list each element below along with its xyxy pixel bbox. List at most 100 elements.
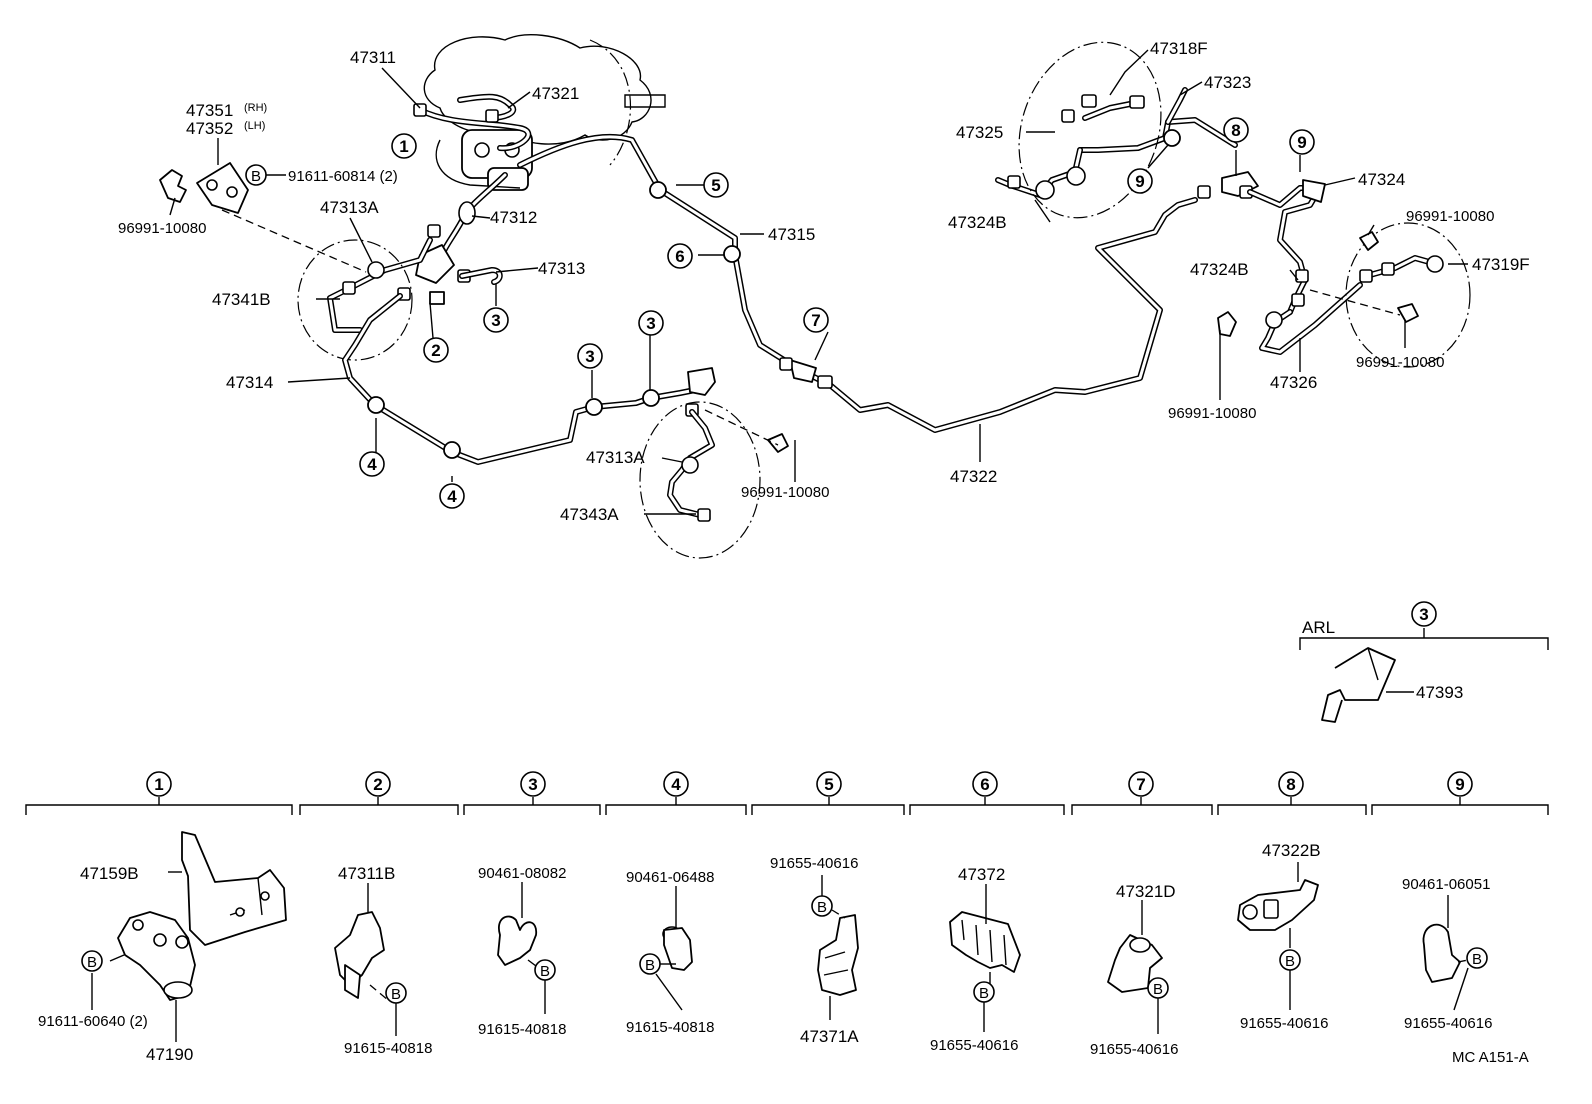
label-47318f: 47318F (1150, 39, 1208, 58)
label-47190: 47190 (146, 1045, 193, 1064)
label-47311: 47311 (350, 48, 396, 67)
bolt-marker-4: B (639, 953, 661, 975)
callout-1: 1 (391, 133, 417, 159)
label-47321d: 47321D (1116, 882, 1176, 901)
svg-text:8: 8 (1231, 121, 1240, 140)
svg-text:6: 6 (675, 247, 684, 266)
label-47325: 47325 (956, 123, 1003, 142)
section-callout-1: 1 (146, 771, 172, 797)
callout-9-b: 9 (1289, 129, 1315, 155)
bolt-marker-2: B (385, 982, 407, 1004)
svg-text:4: 4 (367, 455, 377, 474)
part-group-7: B 47321D 91655-40616 (1090, 882, 1178, 1058)
callout-3-a: 3 (483, 307, 509, 333)
svg-text:2: 2 (373, 775, 382, 794)
label-47315: 47315 (768, 225, 815, 244)
callout-3-b: 3 (577, 343, 603, 369)
callout-9-a: 9 (1127, 168, 1153, 194)
label-47159b: 47159B (80, 864, 139, 883)
part-group-6: B 47372 91655-40616 (930, 865, 1021, 1054)
svg-text:B: B (645, 957, 655, 974)
label-rh: (RH) (244, 102, 267, 114)
label-96991-10080-d: 96991-10080 (1356, 354, 1444, 371)
label-47372: 47372 (958, 865, 1005, 884)
label-96991-10080-c: 96991-10080 (1406, 208, 1494, 225)
label-47326: 47326 (1270, 373, 1317, 392)
callout-3-arl: 3 (1411, 601, 1437, 627)
arl-section: ARL 3 47393 (1299, 601, 1549, 723)
label-96991-10080-b: 96991-10080 (741, 484, 829, 501)
svg-text:1: 1 (154, 775, 163, 794)
svg-text:B: B (251, 168, 261, 185)
diagram-code: MC A151-A (1452, 1049, 1529, 1066)
upper-labels: 47311 47321 47351 (RH) 47352 (LH) 91611-… (118, 39, 1530, 524)
svg-text:4: 4 (447, 487, 457, 506)
svg-text:1: 1 (399, 137, 408, 156)
label-arl: ARL (1302, 618, 1335, 637)
svg-text:B: B (87, 954, 97, 971)
lower-callouts: 1 2 3 4 5 6 7 8 9 (146, 771, 1473, 797)
svg-text:3: 3 (1419, 605, 1428, 624)
svg-text:4: 4 (671, 775, 681, 794)
label-91615-40818-b: 91615-40818 (478, 1021, 566, 1038)
label-47313a-b: 47313A (586, 448, 645, 467)
main-pipe-center (779, 197, 1198, 433)
label-91655-40616-a: 91655-40616 (770, 855, 858, 872)
bolt-marker-1: B (81, 950, 103, 972)
part-group-2: B 47311B 91615-40818 (334, 864, 432, 1057)
part-group-3: B 90461-08082 91615-40818 (478, 865, 566, 1038)
leader-lines (169, 49, 1468, 515)
label-47314: 47314 (226, 373, 273, 392)
label-91655-40616-e: 91655-40616 (1404, 1015, 1492, 1032)
label-47371a: 47371A (800, 1027, 859, 1046)
svg-text:6: 6 (980, 775, 989, 794)
svg-text:3: 3 (585, 347, 594, 366)
bolt-marker-7: B (1147, 977, 1169, 999)
label-47319f: 47319F (1472, 255, 1530, 274)
label-90461-06488: 90461-06488 (626, 869, 714, 886)
label-lh: (LH) (244, 120, 265, 132)
bolt-marker-3: B (534, 959, 556, 981)
callout-5: 5 (703, 172, 729, 198)
section-callout-6: 6 (972, 771, 998, 797)
label-91615-40818-a: 91615-40818 (344, 1040, 432, 1057)
part-group-5: B 91655-40616 47371A (770, 855, 859, 1046)
section-callout-4: 4 (663, 771, 689, 797)
master-cylinder-area (413, 34, 666, 191)
label-47311b: 47311B (338, 864, 395, 883)
label-91655-40616-c: 91655-40616 (1090, 1041, 1178, 1058)
label-96991-10080-e: 96991-10080 (1168, 405, 1256, 422)
label-91611-60640: 91611-60640 (2) (38, 1013, 148, 1030)
label-47393: 47393 (1416, 683, 1463, 702)
section-callout-3: 3 (520, 771, 546, 797)
svg-text:B: B (1285, 953, 1295, 970)
label-47313: 47313 (538, 259, 585, 278)
left-bracket-and-clip (159, 162, 367, 273)
label-47324b-b: 47324B (1190, 260, 1249, 279)
part-group-1: B 47159B 91611-60640 (2) 47190 (38, 831, 287, 1064)
label-91615-40818-c: 91615-40818 (626, 1019, 714, 1036)
callout-6: 6 (667, 243, 693, 269)
svg-text:8: 8 (1286, 775, 1295, 794)
label-91611-60814: 91611-60814 (2) (288, 168, 398, 185)
upper-callouts: 1 2 3 3 3 4 4 5 6 7 8 9 9 (359, 117, 1315, 509)
bolt-marker-6: B (973, 981, 995, 1003)
label-47322: 47322 (950, 467, 997, 486)
svg-text:7: 7 (811, 311, 820, 330)
callout-3-c: 3 (638, 310, 664, 336)
label-47321: 47321 (532, 84, 579, 103)
svg-text:9: 9 (1297, 133, 1306, 152)
part-group-8: B 47322B 91655-40616 (1237, 841, 1328, 1032)
bolt-marker-9: B (1466, 947, 1488, 969)
svg-text:5: 5 (711, 176, 720, 195)
bolt-marker-5: B (811, 895, 833, 917)
label-47343a: 47343A (560, 505, 619, 524)
svg-text:B: B (1153, 981, 1163, 998)
label-90461-08082: 90461-08082 (478, 865, 566, 882)
callout-7: 7 (803, 307, 829, 333)
svg-text:B: B (979, 985, 989, 1002)
svg-text:7: 7 (1136, 775, 1145, 794)
label-47341b: 47341B (212, 290, 271, 309)
label-91655-40616-b: 91655-40616 (930, 1037, 1018, 1054)
